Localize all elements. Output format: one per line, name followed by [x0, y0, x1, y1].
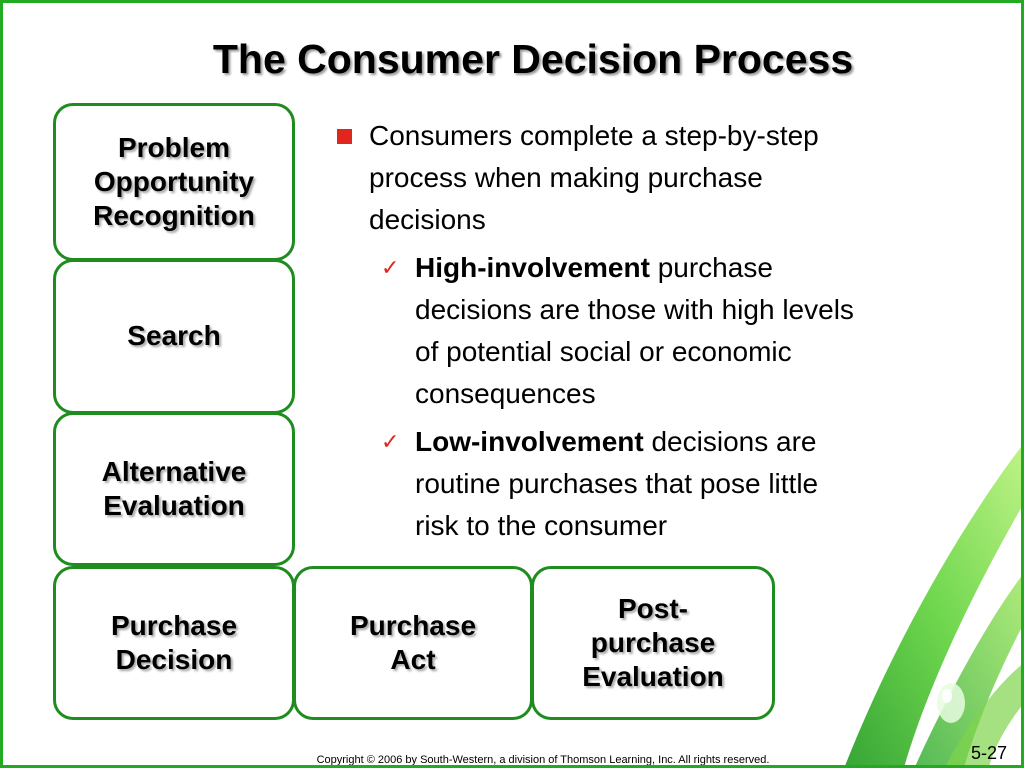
bullet-list: Consumers complete a step-by-step proces… [333, 115, 973, 547]
step-label: Purchase Act [349, 609, 477, 675]
step-label: Alternative Evaluation [101, 455, 247, 521]
bullet-high-involvement: ✓ High-involvement purchase decisions ar… [381, 252, 854, 409]
step-purchase-act: Purchase Act [293, 566, 533, 720]
step-label: Post- purchase Evaluation [582, 592, 724, 693]
term-low-involvement: Low-involvement [415, 426, 644, 457]
grass-leaf-decoration [845, 447, 1021, 765]
step-post-purchase-evaluation: Post- purchase Evaluation [531, 566, 775, 720]
step-purchase-decision: Purchase Decision [53, 566, 295, 720]
step-search: Search [53, 259, 295, 414]
copyright-notice: Copyright © 2006 by South-Western, a div… [316, 754, 770, 766]
slide-number: 5-27 [970, 743, 1007, 763]
checkmark-icon: ✓ [381, 255, 400, 280]
step-label: Problem Opportunity Recognition [93, 131, 255, 232]
step-alternative-evaluation: Alternative Evaluation [53, 412, 295, 566]
bullet-main: Consumers complete a step-by-step proces… [333, 115, 973, 241]
red-square-bullet-icon [337, 129, 352, 144]
bullet-low-involvement: ✓ Low-involvement decisions are routine … [381, 426, 819, 541]
slide-title: The Consumer Decision Process [212, 36, 854, 82]
step-problem-opportunity-recognition: Problem Opportunity Recognition [53, 103, 295, 261]
term-high-involvement: High-involvement [415, 252, 650, 283]
checkmark-icon: ✓ [381, 429, 400, 454]
step-label: Search [127, 320, 221, 352]
step-label: Purchase Decision [110, 609, 238, 675]
